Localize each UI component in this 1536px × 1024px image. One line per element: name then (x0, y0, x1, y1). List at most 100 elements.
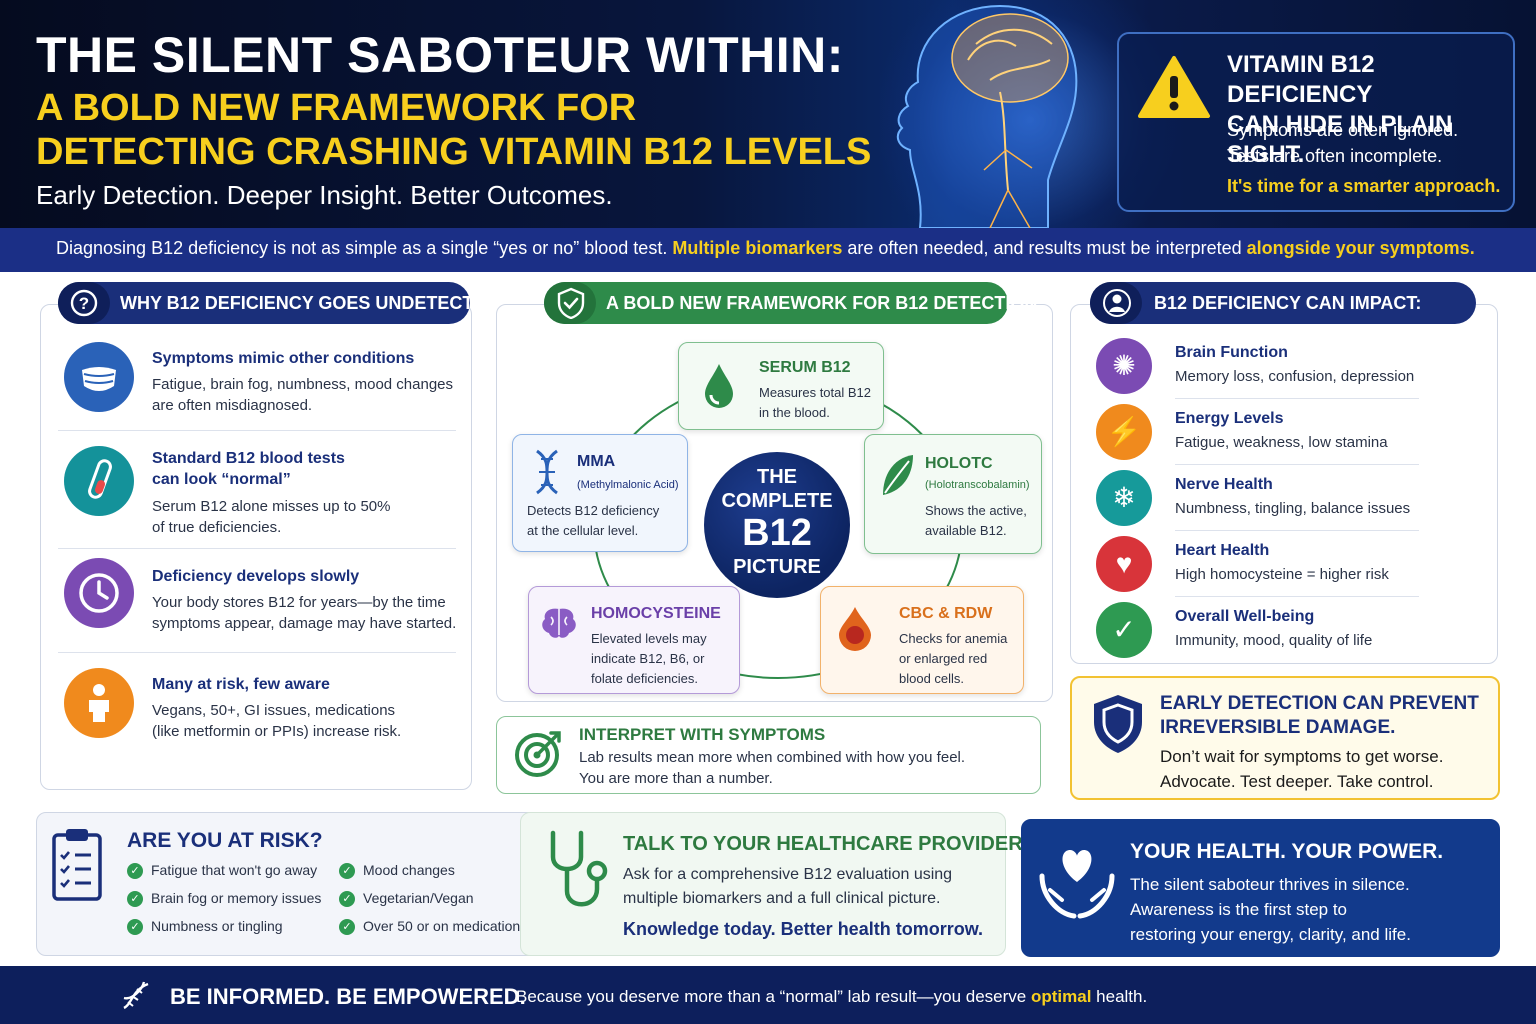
power-body-line3: restoring your energy, clarity, and life… (1130, 925, 1411, 944)
why-item-4-body: Vegans, 50+, GI issues, medications (lik… (152, 700, 401, 742)
talk-body-line2: multiple biomarkers and a full clinical … (623, 890, 941, 907)
impact-title: B12 DEFICIENCY CAN IMPACT: (1154, 293, 1422, 313)
hero-tagline: Early Detection. Deeper Insight. Better … (36, 180, 613, 210)
why-item-4-head: Many at risk, few aware (152, 676, 330, 693)
serum-b12-body-line1: Measures total B12 (759, 385, 872, 400)
talk-heading: TALK TO YOUR HEALTHCARE PROVIDER (623, 833, 1023, 855)
impact-item-body: Immunity, mood, quality of life (1175, 632, 1373, 649)
person-icon (64, 668, 134, 738)
impact-item-head: Brain Function (1175, 344, 1288, 361)
homocysteine-body-line1: Elevated levels may (591, 631, 707, 646)
cbc-rdw-body-line3: blood cells. (899, 671, 965, 686)
divider (58, 430, 456, 431)
shield-check-icon (557, 287, 585, 319)
impact-header: B12 DEFICIENCY CAN IMPACT: (1090, 282, 1476, 324)
homocysteine-body-line2: indicate B12, B6, or (591, 651, 705, 666)
why-item-1-body: Fatigue, brain fog, numbness, mood chang… (152, 374, 453, 416)
risk-item: Brain fog or memory issues (151, 890, 322, 906)
warning-callout: VITAMIN B12 DEFICIENCY CAN HIDE IN PLAIN… (1117, 32, 1515, 212)
why-undetected-header: ? WHY B12 DEFICIENCY GOES UNDETECTED (58, 282, 498, 324)
talk-body-line1: Ask for a comprehensive B12 evaluation u… (623, 866, 953, 883)
footer-text-part2: health. (1091, 987, 1148, 1006)
why-item-2-head-line1: Standard B12 blood tests (152, 450, 345, 467)
power-body: The silent saboteur thrives in silence. … (1130, 872, 1411, 947)
why-item-2-head: Standard B12 blood tests can look “norma… (152, 450, 345, 489)
power-heading: YOUR HEALTH. YOUR POWER. (1130, 840, 1444, 863)
clipboard-icon (52, 829, 102, 901)
power-body-line1: The silent saboteur thrives in silence. (1130, 875, 1410, 894)
interpret-body-line1: Lab results mean more when combined with… (579, 749, 966, 766)
impact-item-body: High homocysteine = higher risk (1175, 566, 1389, 583)
cbc-rdw-card: CBC & RDW Checks for anemia or enlarged … (820, 586, 1024, 694)
why-item-3-body: Your body stores B12 for years—by the ti… (152, 592, 456, 634)
test-tube-icon (64, 446, 134, 516)
early-detection-box: EARLY DETECTION CAN PREVENT IRREVERSIBLE… (1070, 676, 1500, 800)
power-body-line2: Awareness is the first step to (1130, 900, 1348, 919)
holotc-subtitle: (Holotranscobalamin) (925, 479, 1030, 491)
dna-icon (536, 449, 558, 495)
divider (58, 548, 456, 549)
early-heading: EARLY DETECTION CAN PREVENT IRREVERSIBLE… (1160, 692, 1479, 740)
footer-text-part1: Because you deserve more than a “normal”… (516, 987, 1031, 1006)
impact-item-body: Fatigue, weakness, low stamina (1175, 434, 1388, 451)
warning-text-3: It's time for a smarter approach. (1227, 176, 1501, 196)
early-body-line1: Don’t wait for symptoms to get worse. (1160, 747, 1444, 766)
dna-icon (123, 981, 149, 1010)
warning-heading: VITAMIN B12 DEFICIENCY CAN HIDE IN PLAIN… (1227, 50, 1513, 170)
check-icon: ✓ (339, 919, 355, 935)
intro-part3: are often needed, and results must be in… (842, 238, 1247, 258)
interpret-body: Lab results mean more when combined with… (579, 747, 965, 789)
talk-slogan: Knowledge today. Better health tomorrow. (623, 919, 984, 939)
divider (1175, 596, 1419, 597)
impact-item-head: Heart Health (1175, 542, 1270, 559)
why-item-2-body-line1: Serum B12 alone misses up to 50% (152, 498, 391, 515)
mask-icon (64, 342, 134, 412)
shield-icon (1094, 695, 1142, 753)
holotc-body: Shows the active, available B12. (925, 501, 1027, 541)
leaf-icon (883, 455, 913, 495)
heart-hands-icon (1039, 850, 1115, 919)
footer-text: Because you deserve more than a “normal”… (516, 987, 1147, 1007)
cbc-rdw-body-line1: Checks for anemia (899, 631, 1008, 646)
svg-text:?: ? (79, 294, 89, 313)
check-icon: ✓ (127, 891, 143, 907)
why-item-2-head-line2: can look “normal” (152, 471, 291, 488)
hero-subtitle-line2: DETECTING CRASHING VITAMIN B12 LEVELS (36, 131, 872, 173)
check-icon: ✓ (339, 863, 355, 879)
cbc-rdw-head: CBC & RDW (899, 605, 993, 622)
impact-item-head: Energy Levels (1175, 410, 1284, 427)
risk-item: Numbness or tingling (151, 918, 283, 934)
user-icon (1103, 289, 1131, 317)
divider (58, 652, 456, 653)
early-heading-line1: EARLY DETECTION CAN PREVENT (1160, 693, 1479, 714)
mma-body-line1: Detects B12 deficiency (527, 503, 660, 518)
risk-item: Vegetarian/Vegan (363, 890, 474, 906)
impact-item-head: Overall Well-being (1175, 608, 1315, 625)
center-line4: PICTURE (733, 556, 821, 578)
warning-text-2: Tests are often incomplete. (1227, 146, 1443, 166)
framework-header: A BOLD NEW FRAMEWORK FOR B12 DETECTION (544, 282, 1037, 324)
brain-icon (542, 608, 576, 638)
risk-panel: ARE YOU AT RISK? ✓Fatigue that won't go … (36, 812, 544, 956)
divider (1175, 398, 1419, 399)
interpret-symptoms-box: INTERPRET WITH SYMPTOMS Lab results mean… (496, 716, 1041, 794)
serum-b12-card: SERUM B12 Measures total B12 in the bloo… (678, 342, 884, 430)
mma-body: Detects B12 deficiency at the cellular l… (527, 501, 659, 541)
cbc-rdw-body: Checks for anemia or enlarged red blood … (899, 629, 1007, 689)
why-item-4-body-line1: Vegans, 50+, GI issues, medications (152, 702, 396, 719)
footer-slogan: BE INFORMED. BE EMPOWERED. (170, 984, 526, 1009)
impact-item-body: Memory loss, confusion, depression (1175, 368, 1415, 385)
why-item-2-body-line2: of true deficiencies. (152, 519, 282, 536)
homocysteine-body-line3: folate deficiencies. (591, 671, 698, 686)
serum-b12-body-line2: in the blood. (759, 405, 830, 420)
mma-head: MMA (577, 453, 616, 470)
check-icon: ✓ (127, 863, 143, 879)
serum-b12-body: Measures total B12 in the blood. (759, 383, 871, 423)
holotc-body-line2: available B12. (925, 523, 1007, 538)
nerve-icon: ❄ (1096, 470, 1152, 526)
framework-title: A BOLD NEW FRAMEWORK FOR B12 DETECTION (606, 293, 1038, 313)
why-item-1-head: Symptoms mimic other conditions (152, 350, 415, 367)
holotc-body-line1: Shows the active, (925, 503, 1027, 518)
your-power-panel: YOUR HEALTH. YOUR POWER. The silent sabo… (1021, 819, 1500, 957)
footer-banner: BE INFORMED. BE EMPOWERED. Because you d… (0, 966, 1536, 1024)
